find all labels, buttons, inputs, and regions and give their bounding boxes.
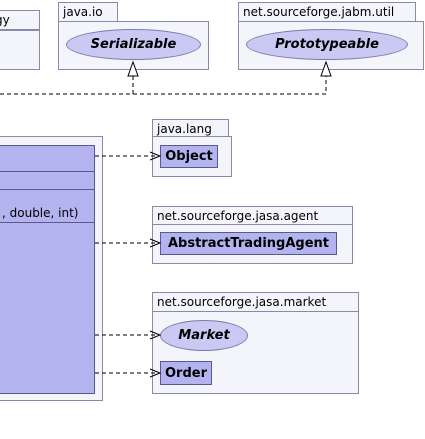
package-body-partial: [0, 30, 40, 70]
dependency-arrowhead-agent: [149, 238, 162, 248]
realization-line-prototypeable: [133, 76, 327, 95]
package-name-jasa-market: net.sourceforge.jasa.market: [157, 295, 327, 309]
interface-market[interactable]: Market: [160, 320, 248, 351]
package-tab-partial: gy: [0, 10, 40, 30]
package-name-java-io: java.io: [63, 5, 103, 19]
class-order[interactable]: Order: [160, 361, 212, 385]
class-abstract-trading-agent[interactable]: AbstractTradingAgent: [160, 232, 337, 255]
package-name-partial: gy: [0, 13, 10, 27]
class-order-label: Order: [165, 365, 207, 381]
class-divider-2: [0, 189, 94, 190]
package-name-jabm-util: net.sourceforge.jabm.util: [243, 5, 395, 19]
package-tab-java-io: java.io: [58, 2, 118, 22]
package-tab-java-lang: java.lang: [152, 119, 229, 138]
package-tab-jasa-market: net.sourceforge.jasa.market: [152, 292, 359, 312]
class-object[interactable]: Object: [160, 145, 218, 168]
dependency-arrowhead-market: [149, 330, 162, 340]
class-divider-3: [0, 222, 94, 223]
package-name-jasa-agent: net.sourceforge.jasa.agent: [157, 209, 319, 223]
dependency-arrowhead-order: [149, 368, 162, 378]
class-divider-1: [0, 171, 94, 172]
realization-arrowhead-serializable: [127, 60, 139, 77]
package-name-java-lang: java.lang: [157, 122, 212, 136]
class-abstract-trading-agent-label: AbstractTradingAgent: [167, 236, 330, 251]
interface-market-label: Market: [178, 328, 230, 343]
interface-prototypeable[interactable]: Prototypeable: [246, 29, 408, 60]
realization-line-serializable: [0, 76, 134, 95]
interface-prototypeable-label: Prototypeable: [275, 37, 379, 52]
dependency-arrowhead-object: [149, 151, 162, 161]
interface-serializable[interactable]: Serializable: [66, 29, 201, 60]
method-signature-fragment: , double, int): [2, 206, 79, 220]
main-class[interactable]: , double, int): [0, 145, 95, 394]
class-object-label: Object: [165, 149, 213, 164]
realization-arrowhead-prototypeable: [320, 60, 332, 77]
interface-serializable-label: Serializable: [90, 37, 177, 52]
